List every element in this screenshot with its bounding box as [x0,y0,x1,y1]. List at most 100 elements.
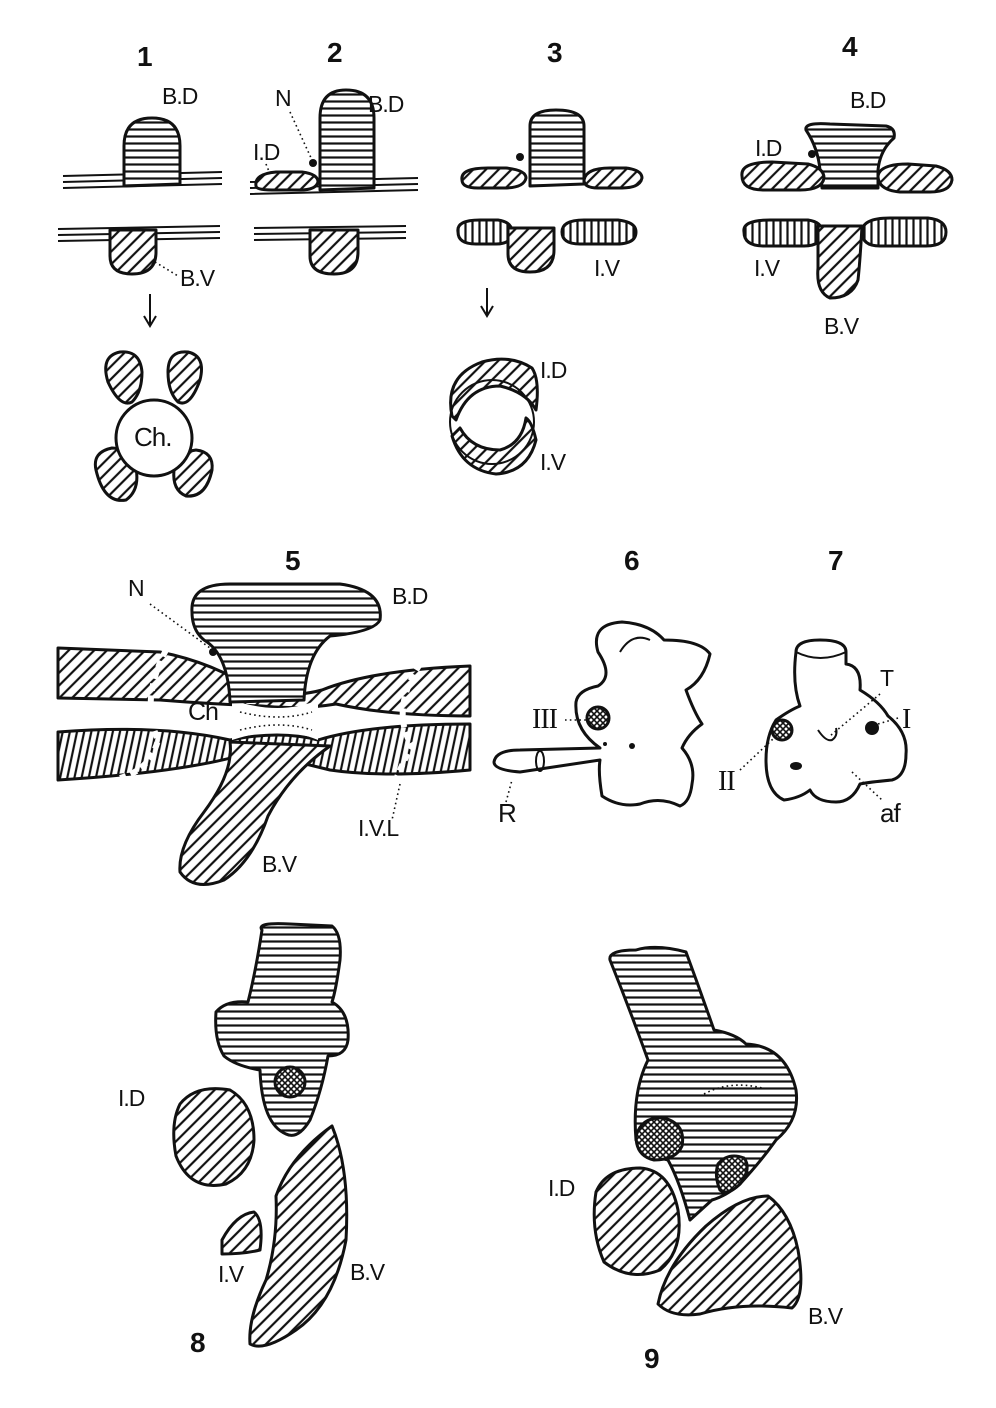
leader-id [265,163,271,175]
label-ch: Ch. [134,422,171,452]
basidorsal [528,108,586,188]
label-id-ring: I.D [540,357,567,383]
ring-outline [449,379,535,465]
figure-7: 7 T I II af [718,545,912,828]
label-n: N [275,85,291,111]
leader-ii [739,737,775,771]
leader-i [877,717,899,725]
spinal-canal [273,1065,307,1099]
label-iii: III [532,704,558,735]
label-iv: I.V [218,1261,245,1287]
cross-dorsal-right [166,350,203,405]
leader-bv [154,261,179,277]
foramen-dot [790,762,802,770]
label-bv: B.V [808,1303,844,1329]
figure-number: 7 [828,545,844,576]
nerve-dot [209,648,217,656]
basidorsal [190,582,382,704]
interventral-right [860,216,948,248]
interdorsal-right [582,166,644,190]
arrow-down-icon [480,305,494,318]
leader-n [289,111,313,161]
figure-number: 2 [327,37,343,68]
figure-9: I.D B.V 9 [548,945,845,1374]
figure-number: 8 [190,1327,206,1358]
neural-arch [214,922,350,1137]
interventral [220,1210,263,1256]
label-id: I.D [118,1085,145,1111]
label-bv: B.V [262,851,298,877]
figure-3: 3 I.V I.D I.V [449,37,644,476]
label-ch: Ch [188,698,218,726]
basiventral [308,228,360,276]
figure-1: 1 B.D B.V Ch. [57,41,223,502]
basiventral [178,740,332,886]
interdorsal-left [740,160,826,192]
basiventral [656,1194,803,1317]
figure-number: 6 [624,545,640,576]
nerve-dot [808,150,816,158]
arrow-down-icon [143,315,157,328]
basiventral [108,228,158,276]
label-r: R [498,798,516,828]
label-ii: II [718,766,735,797]
label-i: I [902,704,911,735]
leader-t [829,693,881,737]
centrum-arc [795,651,847,659]
label-bv: B.V [824,313,860,339]
label-bd: B.D [162,83,198,109]
figure-number: 3 [547,37,563,68]
figure-number: 1 [137,41,153,72]
label-bd: B.D [392,583,428,609]
figure-2: 2 N B.D I.D [249,37,419,276]
label-ivl: I.V.L [358,815,399,841]
label-bv: B.V [180,265,216,291]
foramen-iii [585,705,611,731]
dot [603,742,607,746]
interventral-left [456,218,514,246]
interdorsal-right [876,162,954,194]
interdorsal [592,1166,681,1276]
label-id: I.D [548,1175,575,1201]
notochord-section [114,398,194,478]
basidorsal [122,116,182,188]
nerve-dot [309,159,317,167]
nerve-dot [516,153,524,161]
interventral-right [560,218,638,246]
figure-number: 5 [285,545,301,576]
process-t [817,727,838,742]
interventral-left [742,218,824,248]
label-n: N [128,575,144,601]
notochord-gap [232,700,318,740]
arch-suture [703,1084,763,1095]
foramen [714,1154,749,1194]
dot [629,743,635,749]
centrum-arc [619,636,651,653]
figure-4: 4 B.D I.D I.V B.V [740,31,954,339]
cross-dorsal-left [104,350,144,405]
spinal-canal [634,1116,685,1162]
foramen-i [865,721,879,735]
basiventral [816,224,864,300]
ring-interventral [450,416,538,476]
label-iv: I.V [754,255,781,281]
figure-8: I.D I.V B.V 8 [118,922,387,1358]
figure-number: 9 [644,1343,660,1374]
label-bv: B.V [350,1259,386,1285]
ligament-right [393,662,423,781]
interdorsal [254,170,320,192]
foramen-ii [770,718,794,742]
leader-ivl [391,783,401,821]
label-bd: B.D [368,91,404,117]
label-id: I.D [755,135,782,161]
basidorsal [318,88,376,192]
figure-number: 4 [842,31,858,62]
basiventral [506,226,556,274]
label-t: T [880,665,894,691]
label-bd: B.D [850,87,886,113]
label-iv: I.V [594,255,621,281]
interdorsal-left [460,166,528,190]
ring-interdorsal [449,357,539,422]
ligament-left [119,648,169,781]
